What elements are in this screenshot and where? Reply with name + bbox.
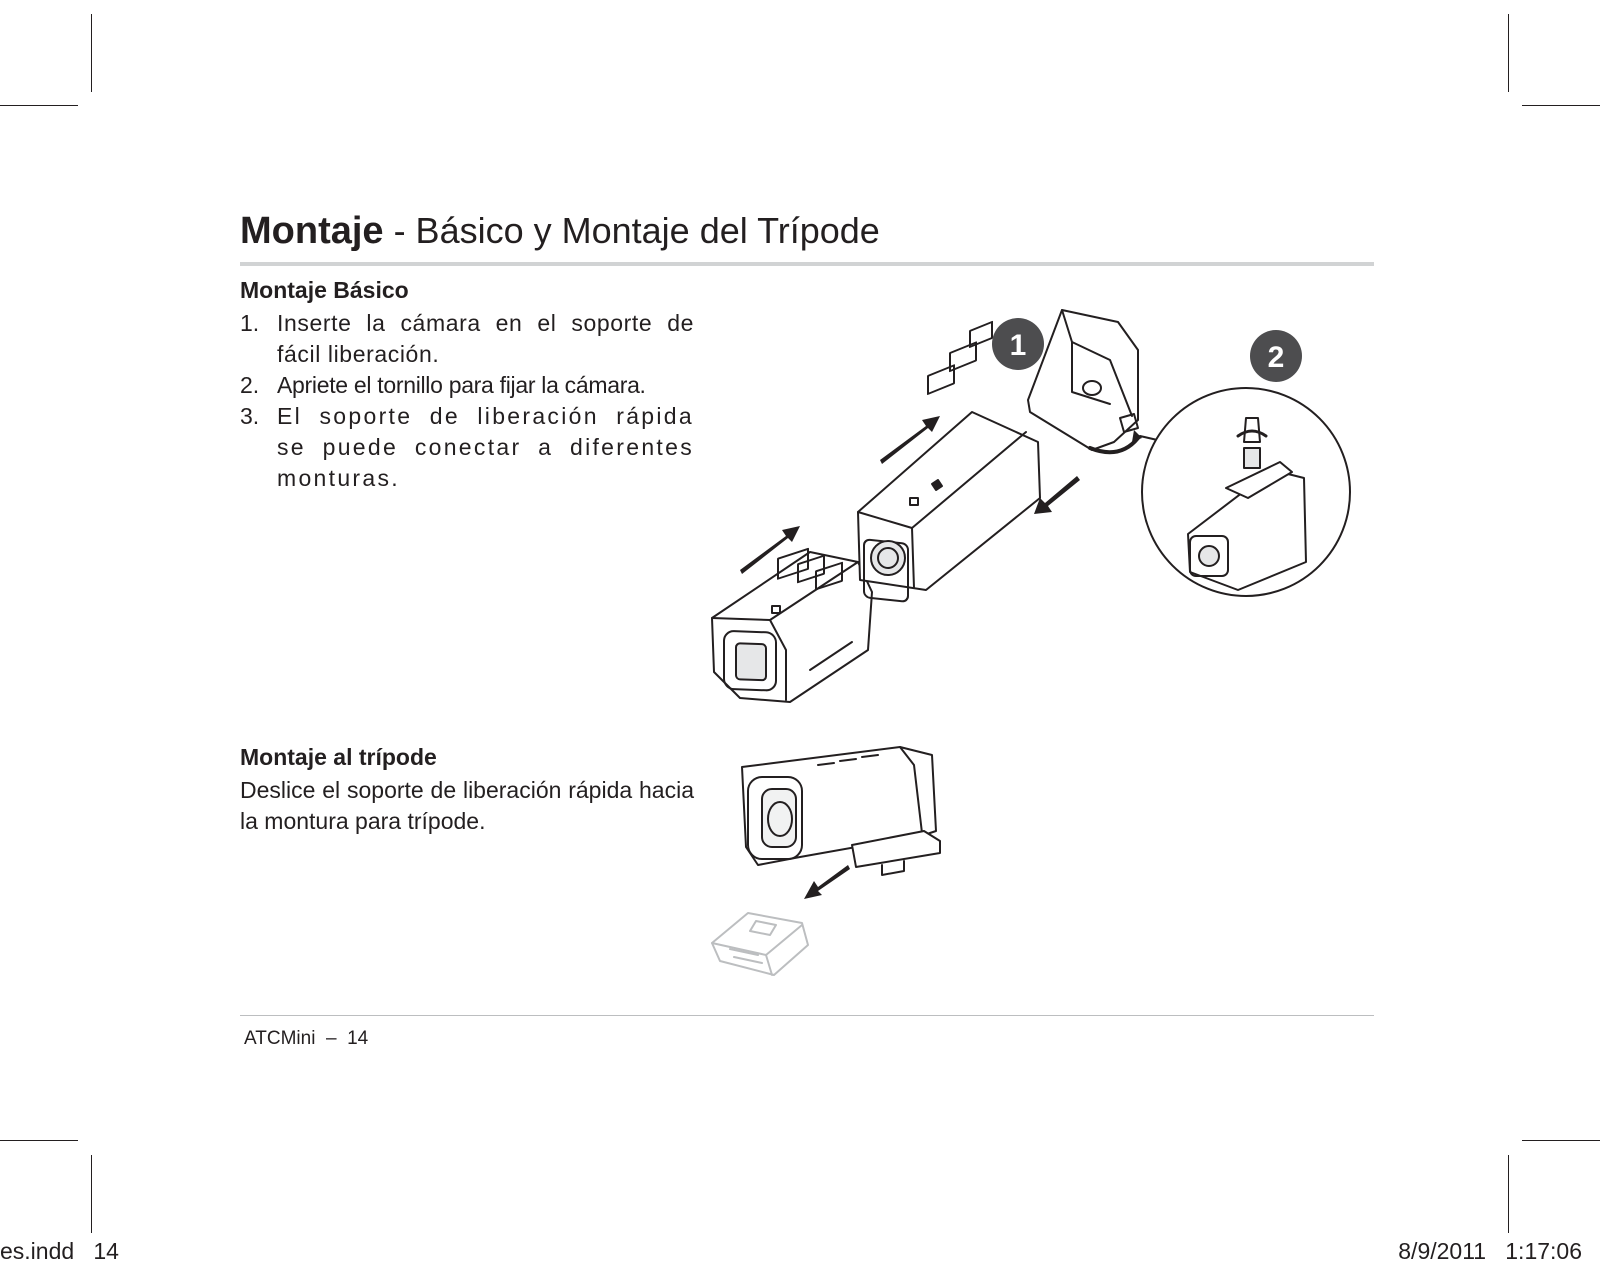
crop-mark-top-left-vertical	[91, 14, 92, 92]
step-badge-1: 1	[992, 318, 1044, 370]
crop-mark-bottom-right-horizontal	[1522, 1140, 1600, 1141]
step-item: 1. Inserte la cámara en el soporte de fá…	[240, 308, 694, 370]
crop-mark-top-left-horizontal	[0, 105, 78, 106]
page-title-subtitle: - Básico y Montaje del Trípode	[383, 210, 880, 251]
page-title-bold: Montaje	[240, 210, 384, 252]
rotate-arrow	[1088, 436, 1140, 455]
step-badge-2: 2	[1250, 330, 1302, 382]
basic-mounting-illustration: 1 2	[711, 309, 1351, 703]
page-title: Montaje - Básico y Montaje del Trípode	[240, 210, 880, 253]
title-rule	[240, 262, 1374, 266]
crop-mark-bottom-right-vertical	[1508, 1155, 1509, 1233]
step-number: 2.	[240, 372, 260, 398]
page-footer: ATCMini – 14	[244, 1028, 369, 1049]
tripod-mounting-illustration	[711, 746, 941, 976]
crop-mark-bottom-left-vertical	[91, 1155, 92, 1233]
step-badge-2-label: 2	[1268, 341, 1285, 374]
detail-callout	[1139, 387, 1351, 597]
camera-housing-front	[711, 547, 873, 703]
crop-mark-bottom-left-horizontal	[0, 1140, 78, 1141]
step-text: Inserte la cámara en el soporte de fácil…	[277, 310, 694, 367]
camera-on-mount	[741, 746, 941, 876]
step-number: 1.	[240, 310, 260, 336]
tripod-mounting-text: Deslice el soporte de liberación rápida …	[240, 777, 694, 834]
rotate-arrowhead	[1132, 430, 1142, 442]
step-item: 2. Apriete el tornillo para fijar la cám…	[240, 370, 694, 401]
basic-mounting-heading: Montaje Básico	[240, 277, 409, 303]
tripod-mount	[711, 912, 809, 976]
slug-filename: es.indd 14	[0, 1238, 119, 1264]
crop-mark-top-right-horizontal	[1522, 105, 1600, 106]
quick-release-bracket	[1027, 309, 1139, 451]
step-text: Apriete el tornillo para fijar la cámara…	[277, 372, 646, 398]
tripod-mounting-heading: Montaje al trípode	[240, 744, 437, 770]
slug-datetime: 8/9/2011 1:17:06	[1398, 1238, 1582, 1264]
basic-mounting-steps: 1. Inserte la cámara en el soporte de fá…	[240, 308, 694, 494]
camera-body	[857, 320, 1041, 603]
slide-arrow	[804, 865, 850, 899]
motion-arrows	[740, 416, 1080, 574]
step-item: 3. El soporte de liberación rápida se pu…	[240, 401, 694, 494]
step-text: El soporte de liberación rápida se puede…	[277, 403, 694, 491]
step-badge-1-label: 1	[1010, 329, 1027, 362]
footer-rule	[240, 1015, 1374, 1016]
crop-mark-top-right-vertical	[1508, 14, 1509, 92]
step-number: 3.	[240, 403, 260, 429]
